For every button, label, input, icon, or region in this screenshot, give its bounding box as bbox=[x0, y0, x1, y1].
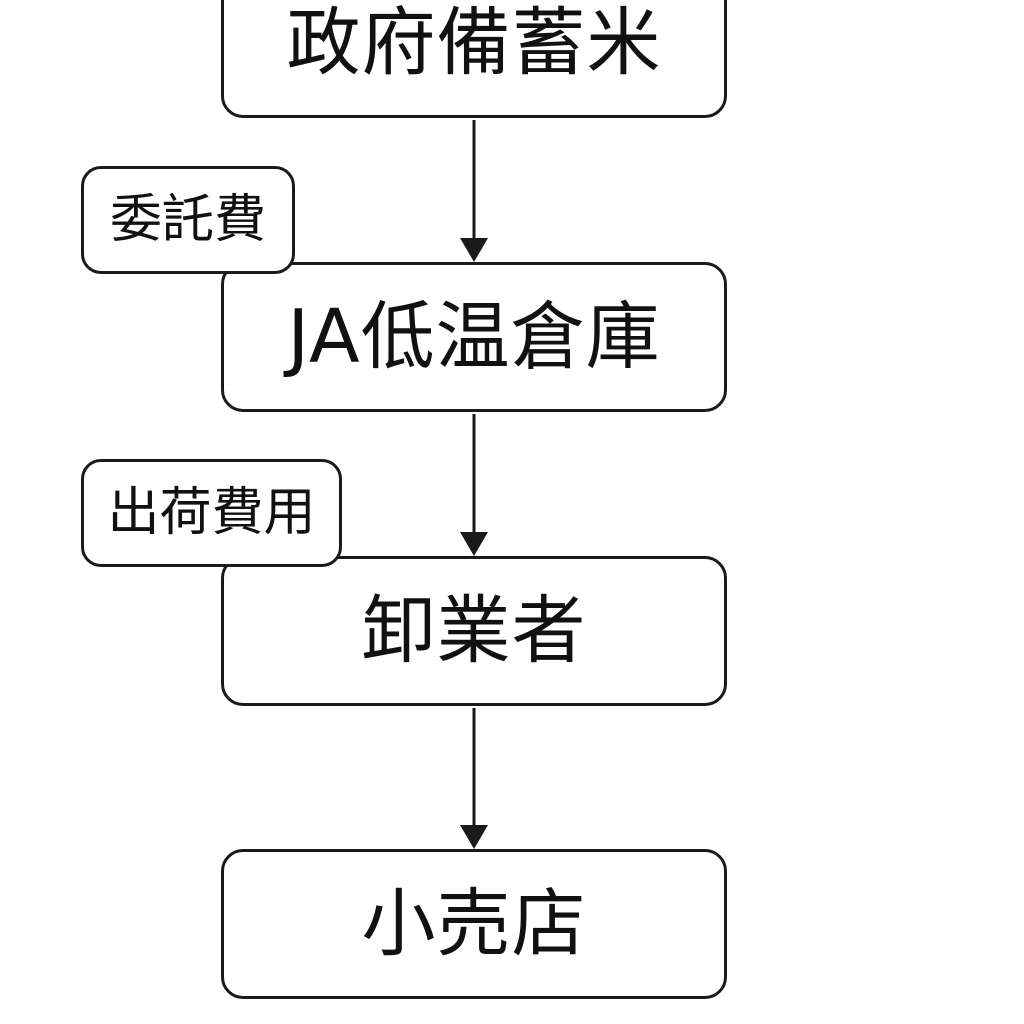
node-label: 小売店 bbox=[361, 881, 587, 967]
arrow-head-2 bbox=[460, 532, 488, 556]
node-label: 卸業者 bbox=[361, 588, 587, 674]
arrow-head-3 bbox=[460, 825, 488, 849]
edge-label-text: 委託費 bbox=[109, 190, 266, 250]
node-ja-cold-storage: JA低温倉庫 bbox=[221, 262, 727, 412]
edge-label-consignment-fee: 委託費 bbox=[81, 166, 295, 274]
node-label: 政府備蓄米 bbox=[286, 0, 662, 86]
node-wholesaler: 卸業者 bbox=[221, 556, 727, 706]
edge-label-shipping-cost: 出荷費用 bbox=[81, 459, 342, 567]
node-government-reserve-rice: 政府備蓄米 bbox=[221, 0, 727, 118]
arrow-head-1 bbox=[460, 238, 488, 262]
node-label: JA低温倉庫 bbox=[287, 294, 661, 380]
node-retailer: 小売店 bbox=[221, 849, 727, 999]
edge-label-text: 出荷費用 bbox=[107, 483, 316, 543]
